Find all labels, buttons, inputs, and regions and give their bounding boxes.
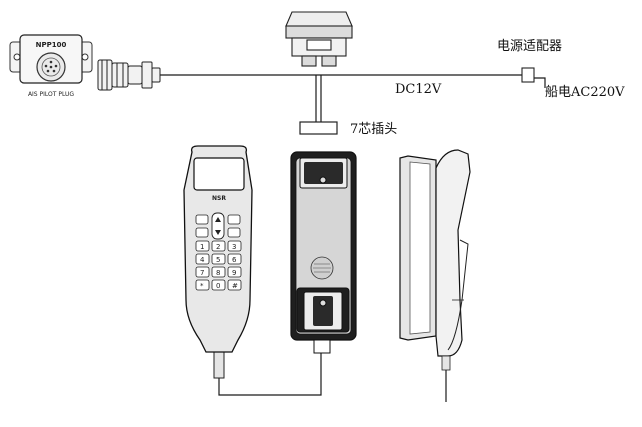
keypad-key xyxy=(195,253,210,265)
plug-model-label: NPP100 xyxy=(36,41,67,49)
keypad-key xyxy=(211,266,226,278)
side-view xyxy=(399,149,471,371)
chevron-up-icon xyxy=(215,217,221,222)
keypad-key xyxy=(195,240,210,252)
chevron-down-icon xyxy=(215,230,221,235)
function-key-br xyxy=(227,227,241,238)
top-mount-bracket xyxy=(285,11,353,67)
keypad-key-label: 8 xyxy=(216,269,220,277)
keypad-key xyxy=(211,253,226,265)
pilot-plug-box: NPP100 AIS PILOT PLUG xyxy=(9,34,93,98)
keypad-key-label: 9 xyxy=(232,269,236,277)
keypad-key-label: # xyxy=(232,282,238,290)
keypad-key-label: 0 xyxy=(216,282,220,290)
keypad-key xyxy=(227,266,242,278)
keypad-key xyxy=(195,279,210,291)
dc-voltage-label: DC12V xyxy=(395,82,442,97)
keypad-key xyxy=(211,279,226,291)
cradle-front xyxy=(290,151,357,354)
function-key-tr xyxy=(227,214,241,225)
power-adapter xyxy=(521,67,535,83)
keypad-key-label: 6 xyxy=(232,256,237,264)
function-key-bl xyxy=(195,227,209,238)
function-key-tl xyxy=(195,214,209,225)
seven-pin-connector xyxy=(299,121,338,135)
keypad-key-label: 3 xyxy=(232,243,236,251)
plug-caption: AIS PILOT PLUG xyxy=(28,91,74,98)
circular-connector xyxy=(97,59,161,91)
keypad-key-label: 4 xyxy=(200,256,205,264)
handset-brand: NSR xyxy=(212,195,226,202)
keypad-key xyxy=(195,266,210,278)
keypad: 1 2 3 4 5 6 7 8 9 * 0 # xyxy=(195,240,242,291)
keypad-key xyxy=(227,279,242,291)
handset-front: NSR 1 2 3 4 5 6 7 8 9 * 0 # xyxy=(183,145,253,379)
keypad-key-label: 2 xyxy=(216,243,220,251)
connector-label: 7芯插头 xyxy=(350,122,397,137)
keypad-key-label: 1 xyxy=(200,243,204,251)
keypad-key-label: 7 xyxy=(200,269,204,277)
keypad-key xyxy=(227,240,242,252)
nav-rocker-key xyxy=(211,212,225,240)
keypad-key xyxy=(227,253,242,265)
handset-cable xyxy=(218,353,322,396)
keypad-key xyxy=(211,240,226,252)
keypad-key-label: 5 xyxy=(216,256,220,264)
ac-voltage-label: 船电AC220V xyxy=(545,85,625,100)
ac-cable xyxy=(534,77,546,88)
keypad-key-label: * xyxy=(200,282,204,290)
power-adapter-label: 电源适配器 xyxy=(497,39,562,54)
handset-display xyxy=(193,157,245,191)
